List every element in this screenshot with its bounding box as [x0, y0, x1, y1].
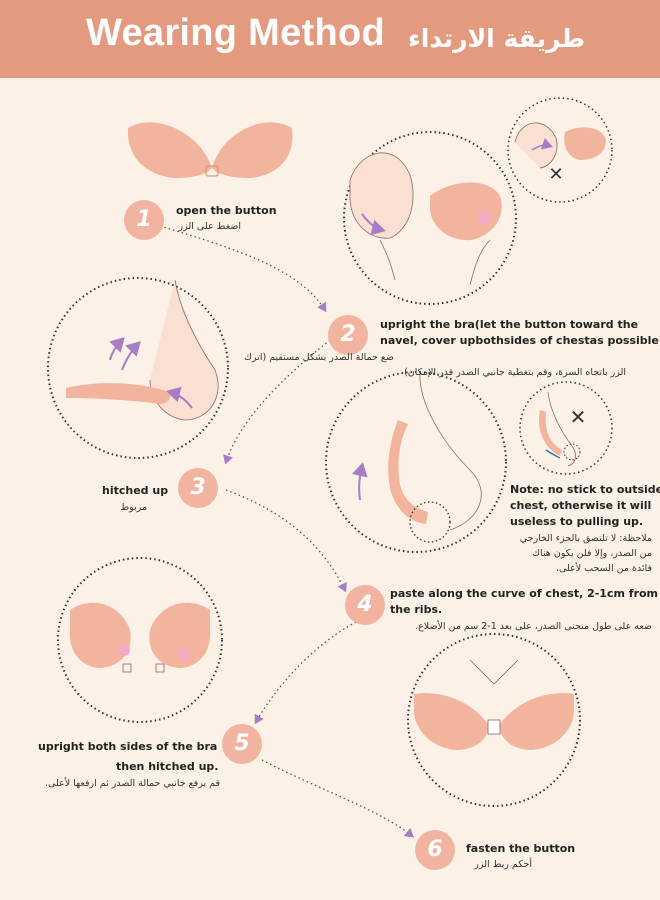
wrong-position-illustration-1	[507, 97, 613, 203]
note-line-2: chest, otherwise it will	[510, 499, 652, 512]
step-4-text-line-2: the ribs.	[390, 603, 443, 616]
header-banner	[0, 0, 660, 78]
fastened-illustration	[407, 633, 581, 807]
wrong-position-illustration-2	[519, 381, 613, 475]
step-1-text-arabic: اضغط على الزر	[178, 221, 241, 232]
step-1-text: open the button	[176, 204, 277, 217]
apply-cup-illustration	[343, 131, 517, 305]
connectors	[159, 225, 415, 838]
step-3-badge: 3	[178, 468, 218, 508]
step-5-text-line-2: then hitched up.	[116, 760, 219, 773]
note-arabic-line-2: من الصدر، وإلا فلن يكون هناك	[532, 548, 652, 559]
page-title: Wearing Method	[86, 12, 386, 54]
step-2-text-arabic-line-1: ضع حمالة الصدر بشكل مستقيم (اترك	[244, 352, 394, 363]
step-2-text-line-1: upright the bra(let the button toward th…	[380, 318, 639, 331]
step-6-text-arabic: أحكم ربط الزر	[474, 859, 532, 870]
step-4-text-line-1: paste along the curve of chest, 2-1cm fr…	[390, 587, 659, 600]
step-2-text-line-2: navel, cover upbothsides of chestas poss…	[380, 334, 660, 347]
wrong-mark-2: ✕	[570, 405, 587, 429]
step-1-badge: 1	[124, 200, 164, 240]
note-arabic-line-3: فائدة من السحب لأعلى.	[555, 563, 652, 574]
note-line-1: Note: no stick to outside of	[510, 483, 660, 496]
step-2-badge: 2	[328, 315, 368, 355]
step-6-text: fasten the button	[466, 842, 576, 855]
step-5-text-arabic: قم برفع جانبي حمالة الصدر ثم ارفعها لأعل…	[44, 778, 220, 789]
step-5-text-line-1: upright both sides of the bra	[38, 740, 218, 753]
hitch-up-side-illustration	[47, 277, 229, 459]
wrong-mark-1: ✕	[548, 164, 563, 185]
page-title-arabic: طريقة الارتداء	[408, 24, 586, 53]
step-6-badge: 6	[415, 830, 455, 870]
paste-curve-illustration	[325, 371, 507, 553]
open-cups-illustration	[127, 122, 293, 178]
step-4-badge: 4	[345, 585, 385, 625]
step-2-text-arabic-line-2: الزر باتجاه السرة، وقم بتغطية جانبي الصد…	[404, 367, 626, 378]
step-3-text: hitched up	[102, 484, 169, 497]
step-4-text-arabic: ضعه على طول منحنى الصدر، على بعد 1-2 سم …	[415, 621, 652, 632]
step-3-text-arabic: مربوط	[120, 502, 147, 513]
both-sides-illustration	[57, 557, 223, 723]
note-arabic-line-1: ملاحظة: لا تلتصق بالجزء الخارجي	[519, 533, 652, 544]
step-5-badge: 5	[222, 724, 262, 764]
note-line-3: useless to pulling up.	[510, 515, 644, 528]
